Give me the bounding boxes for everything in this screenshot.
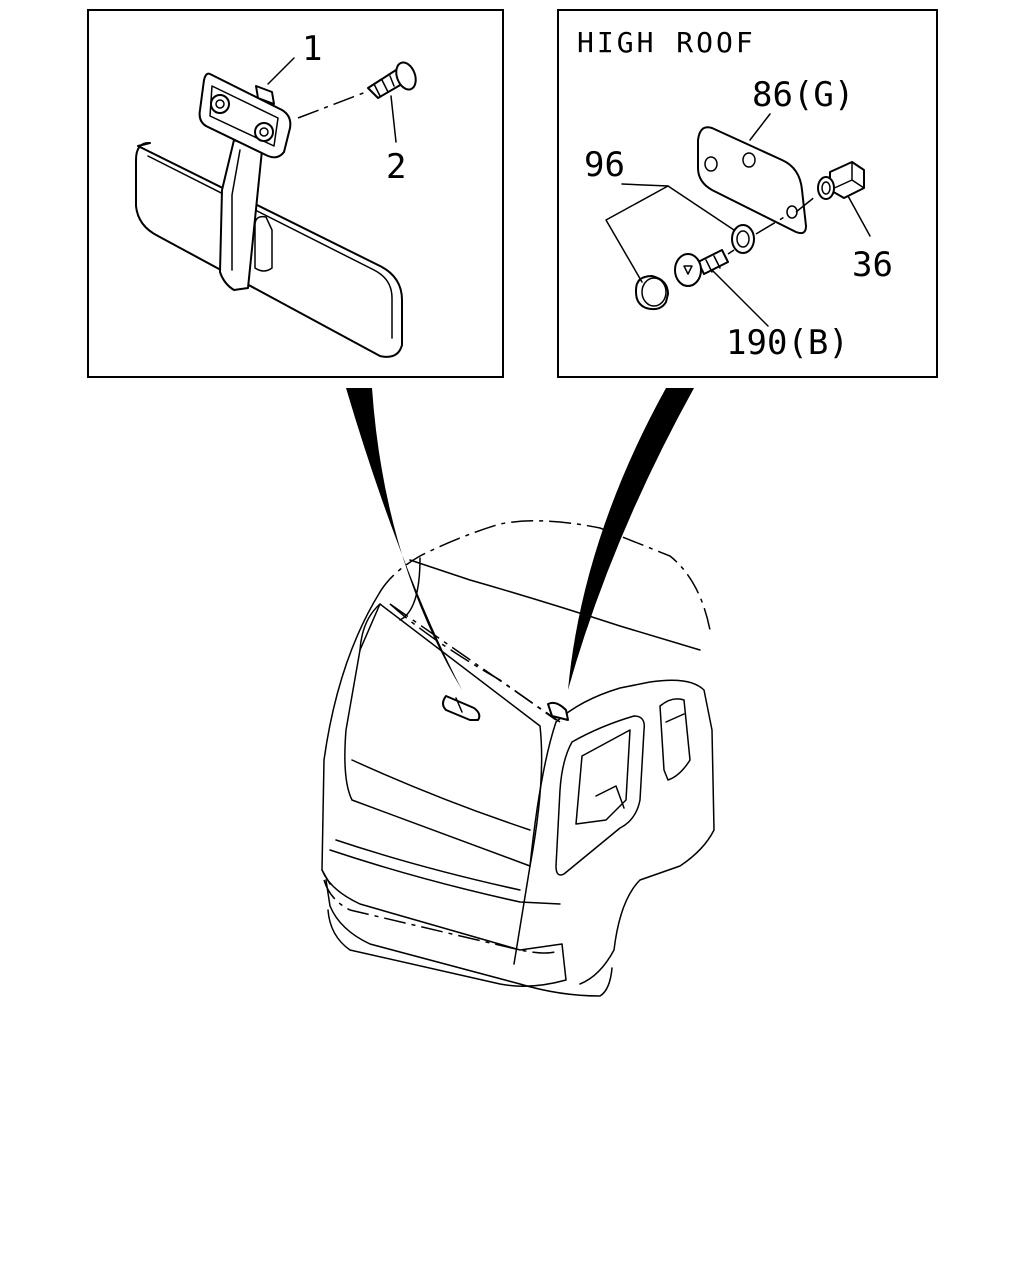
callout-2-leader [390, 95, 397, 143]
washer [731, 215, 787, 254]
rearview-mirror-detail-panel: 1 2 [87, 9, 504, 378]
mirror-mount-base [198, 72, 292, 159]
callout-86: 86(G) [752, 75, 854, 115]
callout-1: 1 [302, 29, 322, 69]
callout-36-leader [847, 195, 871, 237]
callout-1-leader [267, 57, 295, 85]
callout-36: 36 [852, 245, 893, 285]
rearview-mirror-glass [135, 141, 403, 358]
callout-96-leader-washer [667, 185, 735, 231]
callout-190: 190(B) [726, 323, 849, 363]
left-detail-pointer [346, 388, 462, 690]
mirror-stay-arm [219, 139, 263, 291]
mirror-screw [297, 61, 417, 119]
mirror-location-marker [442, 695, 481, 721]
panel-heading: HIGH ROOF [577, 26, 756, 59]
callout-96-leader-cap [605, 185, 669, 283]
callout-2: 2 [386, 147, 406, 187]
right-detail-pointer [568, 388, 694, 690]
clip [795, 161, 865, 213]
callout-96-bar [621, 183, 669, 187]
cap [635, 275, 669, 311]
vehicle-cab-overview [321, 520, 715, 997]
callout-96: 96 [584, 145, 625, 185]
bracket-plate [697, 126, 807, 235]
bracket-location-marker [547, 701, 569, 721]
callout-86-leader [749, 113, 771, 141]
callout-190-leader [711, 269, 769, 327]
high-roof-detail-panel: HIGH ROOF [557, 9, 938, 378]
bolt [674, 249, 735, 287]
